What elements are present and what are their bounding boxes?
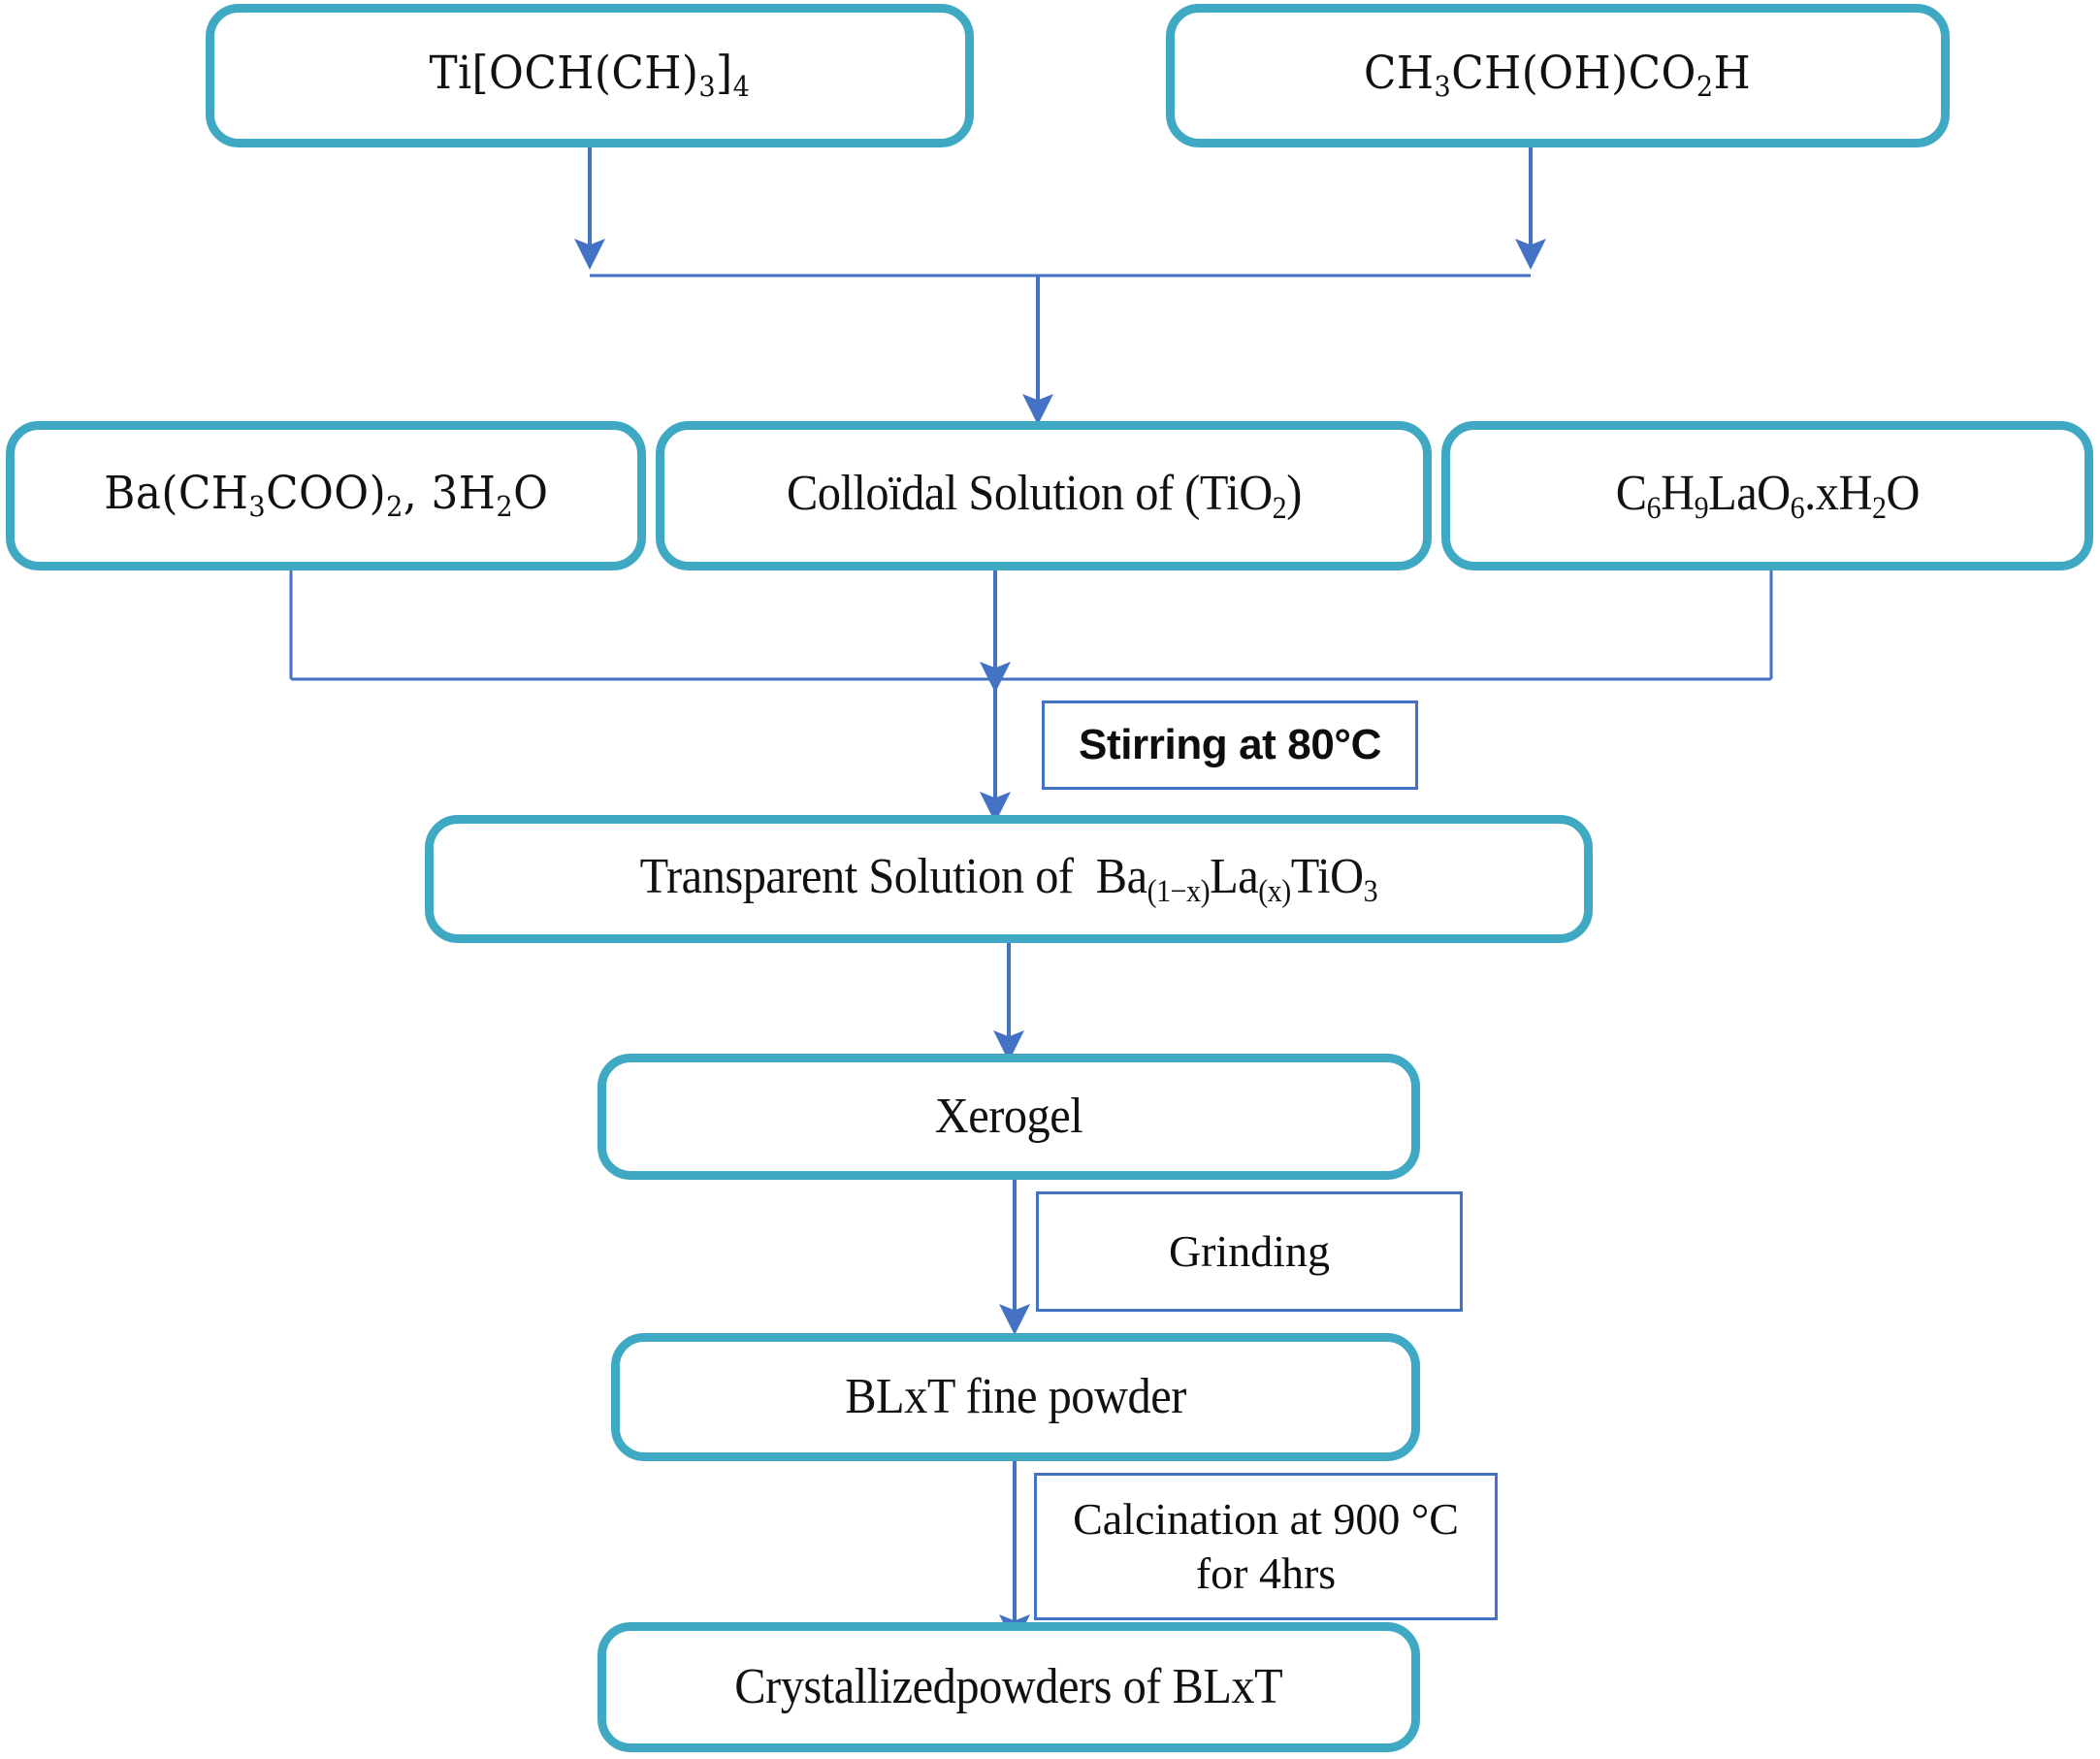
- node-barium-acetate[interactable]: Ba(CH3COO)2, 3H2O: [6, 421, 646, 570]
- annotation-calcination: Calcination at 900 °C for 4hrs: [1034, 1473, 1498, 1620]
- node-fine-powder[interactable]: BLxT fine powder: [611, 1333, 1420, 1461]
- annotation-grinding: Grinding: [1036, 1191, 1463, 1312]
- node-label: BLxT fine powder: [845, 1368, 1186, 1424]
- node-crystallized-powders[interactable]: Crystallizedpowders of BLxT: [598, 1622, 1420, 1752]
- annotation-stirring: Stirring at 80°C: [1042, 700, 1418, 790]
- annotation-label: Calcination at 900 °C for 4hrs: [1073, 1493, 1459, 1598]
- node-label: Ti[OCH(CH)3]4: [429, 47, 751, 104]
- node-label: C6H9LaO6.xH2O: [1615, 465, 1920, 525]
- node-titanium-precursor[interactable]: Ti[OCH(CH)3]4: [206, 4, 974, 147]
- node-label: Xerogel: [934, 1088, 1083, 1144]
- node-label: Colloïdal Solution of (TiO2): [786, 465, 1302, 525]
- node-label: Ba(CH3COO)2, 3H2O: [103, 467, 549, 524]
- annotation-label: Grinding: [1168, 1225, 1331, 1276]
- node-xerogel[interactable]: Xerogel: [598, 1054, 1420, 1180]
- node-label: CH3CH(OH)CO2H: [1364, 47, 1752, 104]
- node-transparent-solution[interactable]: Transparent Solution of Ba(1−x)La(x)TiO3: [425, 815, 1593, 943]
- node-label: Crystallizedpowders of BLxT: [734, 1658, 1283, 1714]
- annotation-label: Stirring at 80°C: [1079, 721, 1381, 769]
- node-lactic-acid[interactable]: CH3CH(OH)CO2H: [1166, 4, 1950, 147]
- node-label: Transparent Solution of Ba(1−x)La(x)TiO3: [639, 848, 1378, 908]
- node-lanthanum-acetate[interactable]: C6H9LaO6.xH2O: [1441, 421, 2093, 570]
- node-colloidal-solution[interactable]: Colloïdal Solution of (TiO2): [656, 421, 1432, 570]
